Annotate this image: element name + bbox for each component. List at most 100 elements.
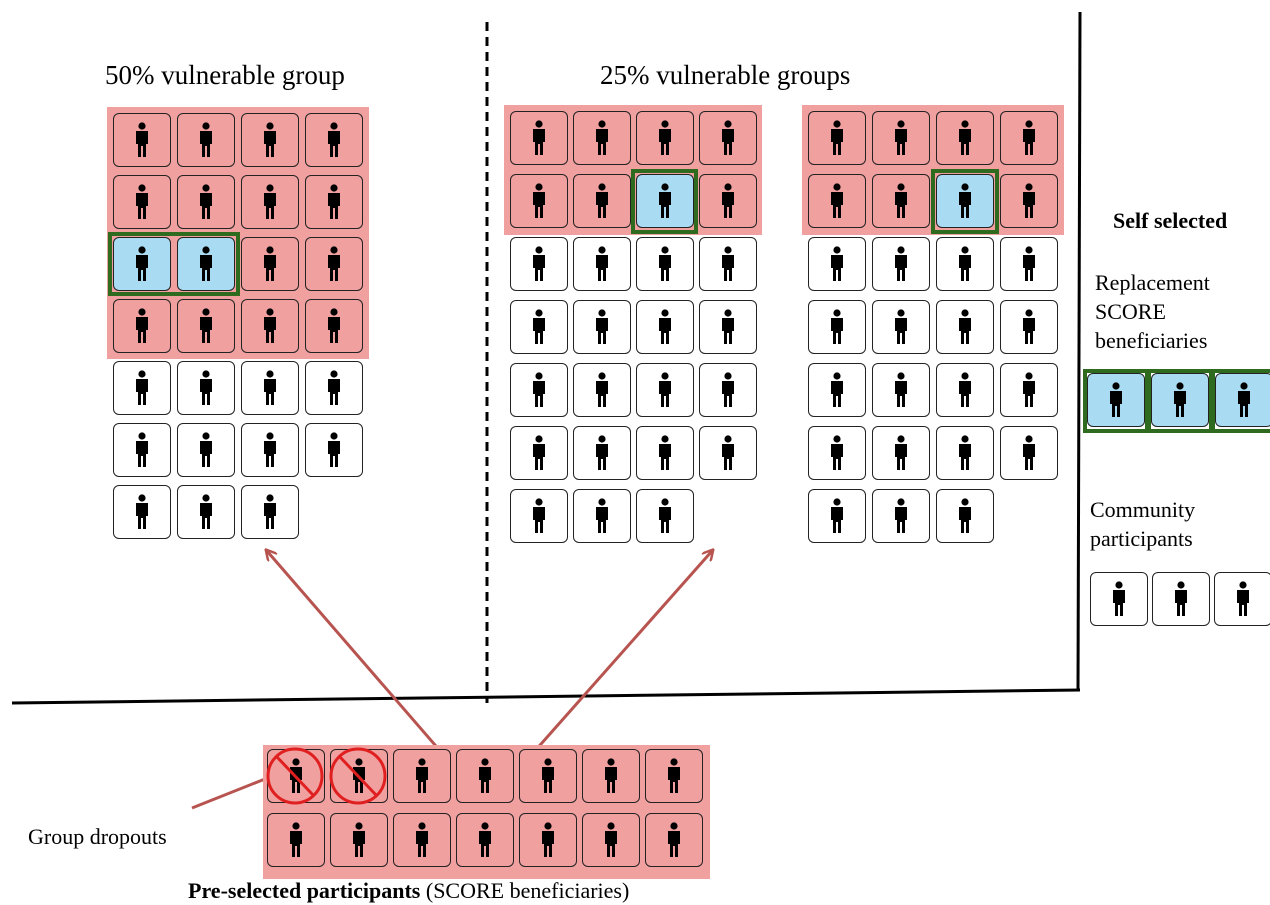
group-50-participant-community <box>177 485 235 539</box>
person-icon <box>328 432 340 467</box>
person-icon <box>264 308 276 343</box>
person-icon <box>722 246 734 281</box>
group-25-a-participant-vulnerable <box>510 174 568 228</box>
person-icon <box>959 435 971 470</box>
prohibited-icon <box>329 747 387 805</box>
group-25-a-participant-community <box>699 300 757 354</box>
group-50-participant-community <box>241 485 299 539</box>
group-25-a-participant-community <box>510 489 568 543</box>
person-icon <box>596 246 608 281</box>
person-icon <box>416 822 428 857</box>
preselected-participant <box>645 749 703 803</box>
person-icon <box>895 435 907 470</box>
preselected-participant <box>393 749 451 803</box>
person-icon <box>1023 435 1035 470</box>
person-icon <box>136 370 148 405</box>
group-50-participant-vulnerable <box>305 299 363 353</box>
person-icon <box>136 122 148 157</box>
group-50-participant-community <box>305 423 363 477</box>
group-25-b-participant-vulnerable <box>936 111 994 165</box>
person-icon <box>895 498 907 533</box>
group-50-participant-community <box>177 361 235 415</box>
person-icon <box>831 309 843 344</box>
group-25-b-participant-community <box>808 300 866 354</box>
person-icon <box>533 498 545 533</box>
person-icon <box>605 822 617 857</box>
person-icon <box>895 309 907 344</box>
group-25-b-participant-vulnerable <box>1000 111 1058 165</box>
person-icon <box>831 372 843 407</box>
group-25-b-replacement-highlight <box>931 169 999 234</box>
preselected-participant <box>267 813 325 867</box>
group-25-b-participant-community <box>808 426 866 480</box>
person-icon <box>959 120 971 155</box>
person-icon <box>200 308 212 343</box>
preselected-participant <box>456 813 514 867</box>
group-25-a-participant-vulnerable <box>510 111 568 165</box>
person-icon <box>722 372 734 407</box>
group-25-a-participant-community <box>699 363 757 417</box>
group-25-b-participant-community <box>808 237 866 291</box>
person-icon <box>895 372 907 407</box>
dropouts-label: Group dropouts <box>28 824 167 849</box>
person-icon <box>328 122 340 157</box>
group-25-a-participant-replacement <box>636 174 694 228</box>
person-icon <box>136 494 148 529</box>
group-50-participant-vulnerable <box>177 299 235 353</box>
person-icon <box>136 246 148 281</box>
group-50-participant-replacement <box>113 237 171 291</box>
self-selected-heading: Self selected <box>1113 208 1228 233</box>
person-icon <box>328 308 340 343</box>
preselected-participant <box>645 813 703 867</box>
group-50-participant-vulnerable <box>113 299 171 353</box>
person-icon <box>328 184 340 219</box>
person-icon <box>200 432 212 467</box>
preselected-caption: Pre-selected participants (SCORE benefic… <box>188 878 629 904</box>
person-icon <box>328 246 340 281</box>
group-50-participant-community <box>177 423 235 477</box>
community-participant <box>1090 572 1148 626</box>
group-25-b-participant-community <box>936 489 994 543</box>
person-icon <box>959 183 971 218</box>
person-icon <box>959 246 971 281</box>
person-icon <box>328 370 340 405</box>
group-50-participant-vulnerable <box>305 175 363 229</box>
person-icon <box>668 758 680 793</box>
group-25-a-participant-community <box>510 426 568 480</box>
group-25-a-participant-community <box>510 300 568 354</box>
group-25-a-participant-community <box>573 363 631 417</box>
person-icon <box>1237 581 1249 616</box>
group-25-a-participant-vulnerable <box>636 111 694 165</box>
group-25-a-participant-community <box>699 426 757 480</box>
person-icon <box>542 758 554 793</box>
group-50-participant-community <box>113 485 171 539</box>
group-50-participant-vulnerable <box>305 237 363 291</box>
self-selected-replacement <box>1151 373 1209 427</box>
group-25-a-participant-community <box>573 489 631 543</box>
person-icon <box>668 822 680 857</box>
group-50-participant-community <box>241 423 299 477</box>
person-icon <box>264 370 276 405</box>
group-25-b-participant-community <box>1000 426 1058 480</box>
person-icon <box>533 435 545 470</box>
person-icon <box>831 120 843 155</box>
preselected-participant <box>582 749 640 803</box>
person-icon <box>659 372 671 407</box>
person-icon <box>290 822 302 857</box>
person-icon <box>596 372 608 407</box>
group-50-participant-vulnerable <box>305 113 363 167</box>
group-25-b-participant-community <box>936 300 994 354</box>
group-50-participant-vulnerable <box>241 113 299 167</box>
person-icon <box>264 184 276 219</box>
group-25-b-participant-vulnerable <box>872 111 930 165</box>
person-icon <box>200 184 212 219</box>
self-selected-replacement-highlight <box>1083 369 1149 433</box>
person-icon <box>959 309 971 344</box>
group-25-a-participant-vulnerable <box>699 174 757 228</box>
group-50-participant-community <box>305 361 363 415</box>
preselected-participant <box>393 813 451 867</box>
group-50-participant-community <box>241 361 299 415</box>
group-50-participant-community <box>113 423 171 477</box>
person-icon <box>959 498 971 533</box>
group-25-b-participant-vulnerable <box>872 174 930 228</box>
